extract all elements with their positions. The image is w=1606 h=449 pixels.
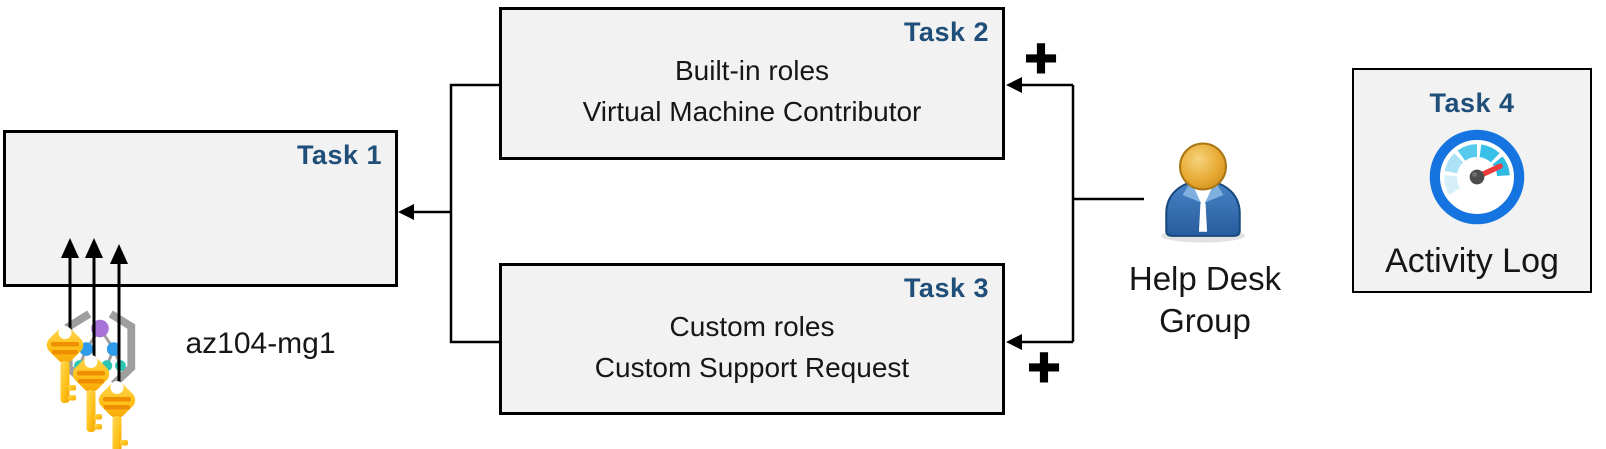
help-desk-group-label: Help Desk Group: [1110, 258, 1300, 342]
plus-sign-top: +: [1024, 26, 1059, 89]
gauge-icon: [1429, 129, 1525, 225]
task3-line2: Custom Support Request: [594, 352, 910, 383]
task1-badge: Task 1: [296, 140, 382, 170]
task4-badge: Task 4: [1429, 88, 1515, 118]
bracket-connector-roles-to-mg: [413, 83, 499, 344]
task2-box: Task 2 Built-in roles Virtual Machine Co…: [499, 7, 1005, 160]
task3-box: Task 3 Custom roles Custom Support Reque…: [499, 263, 1005, 415]
management-group-icon: [64, 310, 136, 388]
task4-box: Task 4 Activity Log: [1352, 68, 1592, 293]
task4-label: Activity Log: [1385, 242, 1559, 280]
person-icon: [1161, 142, 1245, 243]
task2-line1: Built-in roles: [674, 55, 830, 86]
task2-text: Built-in roles Virtual Machine Contribut…: [502, 50, 1002, 132]
task3-badge: Task 3: [903, 273, 989, 303]
task2-line2: Virtual Machine Contributor: [582, 96, 922, 127]
task1-box: Task 1 az104-mg1: [3, 130, 398, 388]
arrowhead-into-task1: [398, 204, 414, 220]
task3-text: Custom roles Custom Support Request: [502, 306, 1002, 388]
task3-line1: Custom roles: [669, 311, 835, 342]
help-desk-label-line2: Group: [1159, 302, 1251, 339]
task2-badge: Task 2: [903, 17, 989, 47]
plus-sign-bottom: +: [1027, 335, 1062, 398]
help-desk-label-line1: Help Desk: [1128, 260, 1282, 297]
task1-label: az104-mg1: [185, 327, 336, 360]
